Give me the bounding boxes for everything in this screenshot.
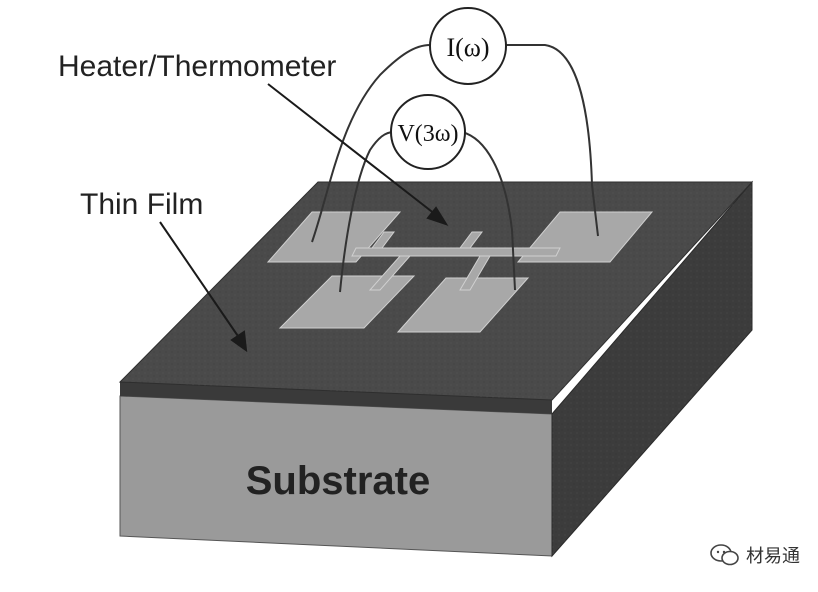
thin-film-arrow-line bbox=[159, 221, 243, 343]
voltage-label: V(3ω) bbox=[397, 121, 458, 147]
watermark-text: 材易通 bbox=[746, 546, 800, 567]
thin-film-label: Thin Film bbox=[80, 188, 203, 221]
heater-thermometer-label: Heater/Thermometer bbox=[58, 50, 336, 83]
watermark: 材易通 bbox=[710, 542, 800, 568]
voltage-lead-right bbox=[459, 255, 491, 291]
heater-tab-left bbox=[371, 231, 395, 249]
current-wire-left bbox=[311, 44, 431, 243]
current-meter-circle bbox=[429, 7, 507, 85]
heater-line bbox=[351, 247, 561, 257]
pad-bottom-right bbox=[396, 277, 530, 333]
current-label: I(ω) bbox=[446, 33, 489, 62]
heater-tab-mid bbox=[459, 231, 483, 249]
thin-film-front-face bbox=[120, 382, 552, 414]
voltage-meter-circle bbox=[390, 94, 466, 170]
wires bbox=[311, 44, 599, 293]
current-wire-right bbox=[506, 44, 599, 237]
voltage-lead-left bbox=[368, 255, 412, 291]
voltage-wire-right bbox=[461, 131, 516, 291]
heater-pattern bbox=[266, 211, 654, 333]
arrows bbox=[159, 83, 449, 353]
wechat-icon bbox=[710, 544, 739, 566]
heater-arrow-head bbox=[426, 206, 449, 226]
heater-arrow-line bbox=[267, 83, 441, 219]
substrate-label: Substrate bbox=[246, 459, 431, 503]
right-face-texture bbox=[552, 182, 752, 556]
thin-film-arrow-head bbox=[230, 330, 248, 353]
voltage-wire-left bbox=[339, 131, 395, 293]
